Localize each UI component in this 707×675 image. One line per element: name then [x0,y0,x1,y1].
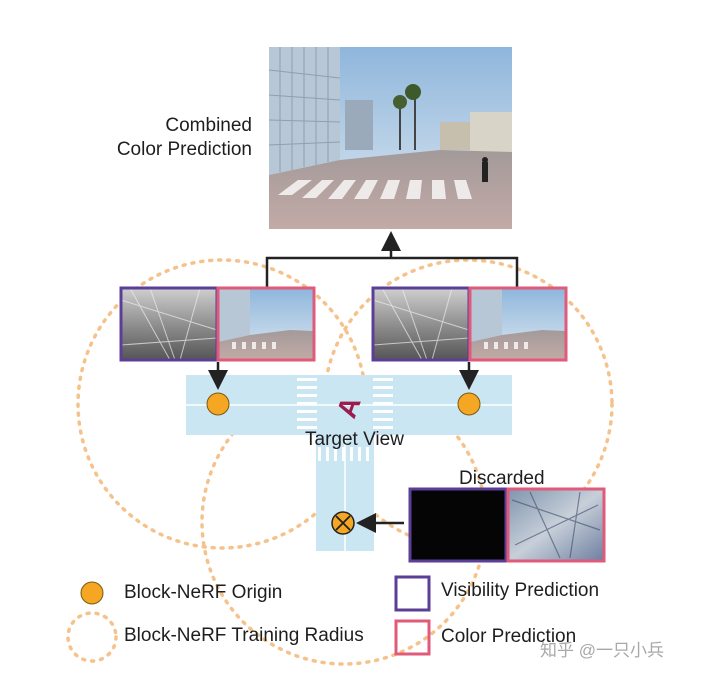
legend-color-label: Color Prediction [441,626,577,647]
legend-origin-label: Block-NeRF Origin [124,582,283,603]
left-color-prediction [216,286,316,362]
watermark-text: 知乎 @一只小兵 [540,641,664,660]
discarded-color-prediction [506,487,606,563]
legend-origin-icon [80,581,104,605]
discarded-label: Discarded [459,468,545,489]
combined-color-prediction-label: Combined Color Prediction [117,114,252,162]
legend-radius-label: Block-NeRF Training Radius [124,625,364,646]
right-color-prediction [468,286,568,362]
merge-connector [265,231,519,287]
right-visibility-prediction [371,286,471,362]
block-origin-discarded [331,511,355,535]
combined-label-line2: Color Prediction [116,139,252,160]
left-visibility-prediction [119,286,219,362]
legend-color-icon [394,619,431,656]
legend-radius-icon [66,611,118,663]
block-origin-right [457,392,481,416]
combined-label-line1: Combined [165,115,252,136]
block-origin-left [206,392,230,416]
legend-visibility-icon [394,575,431,612]
target-view-label: Target View [305,429,404,450]
discarded-visibility-prediction [408,487,508,563]
combined-color-image [268,47,512,229]
legend-visibility-label: Visibility Prediction [441,580,600,601]
